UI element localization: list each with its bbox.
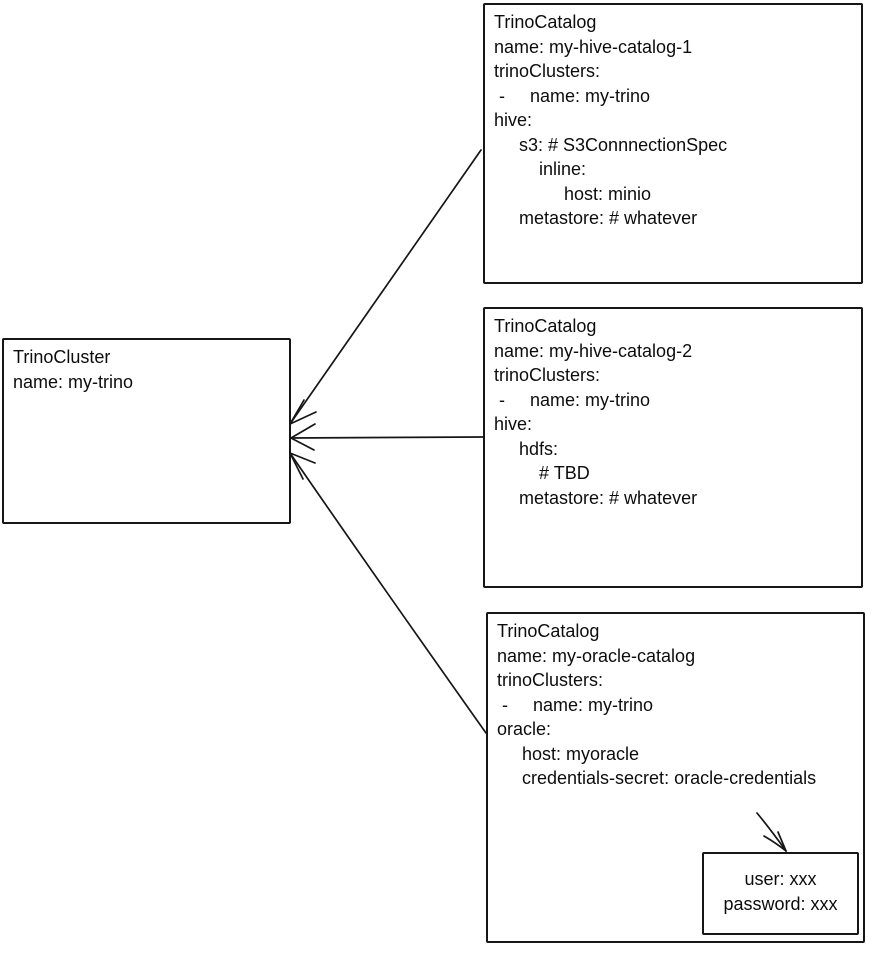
trino-catalog-yaml-oracle: TrinoCatalog name: my-oracle-catalog tri…	[497, 621, 817, 788]
trino-catalog-yaml-hive-2: TrinoCatalog name: my-hive-catalog-2 tri…	[494, 316, 698, 508]
trino-catalog-box-hive-1: TrinoCatalog name: my-hive-catalog-1 tri…	[483, 3, 863, 284]
credentials-secret-yaml: user: xxx password: xxx	[723, 869, 838, 914]
arrow-oracle-catalog-to-cluster	[289, 452, 487, 734]
trino-catalog-box-oracle: TrinoCatalog name: my-oracle-catalog tri…	[486, 612, 865, 943]
trino-cluster-box: TrinoCluster name: my-trino	[2, 338, 291, 524]
arrow-hive-catalog-2-to-cluster	[290, 423, 485, 451]
trino-cluster-yaml: TrinoCluster name: my-trino	[13, 347, 134, 392]
trino-catalog-box-hive-2: TrinoCatalog name: my-hive-catalog-2 tri…	[483, 307, 863, 588]
credentials-secret-box: user: xxx password: xxx	[702, 852, 859, 935]
trino-catalog-yaml-hive-1: TrinoCatalog name: my-hive-catalog-1 tri…	[494, 12, 728, 228]
arrow-hive-catalog-1-to-cluster	[289, 149, 482, 425]
